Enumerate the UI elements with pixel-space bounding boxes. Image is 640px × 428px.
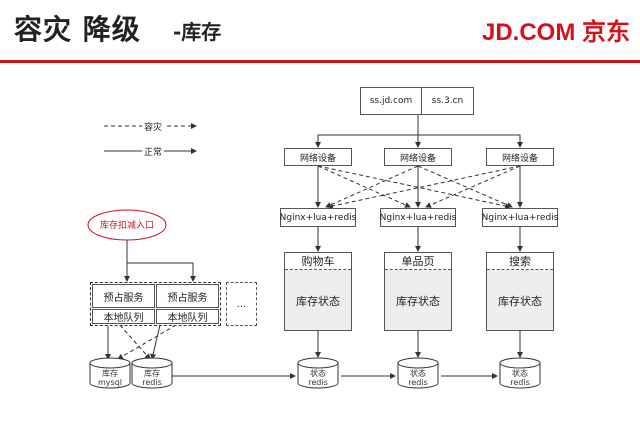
dr-net1-nginx2 [317, 165, 411, 208]
header-divider [0, 60, 640, 63]
app-item-page: 单品页 库存状态 [384, 252, 452, 331]
db-left-2-top: 库存 [144, 368, 160, 378]
net-device-1: 网络设备 [284, 148, 352, 166]
db-left-1-top: 库存 [102, 368, 118, 378]
db-left-1-bottom: mysql [98, 378, 122, 387]
db-right-3-top: 状态 [512, 368, 528, 378]
slide-title: 容灾 降级 [14, 13, 141, 46]
app-cart-title: 购物车 [285, 253, 351, 270]
db-cylinder-redis-left [131, 357, 173, 389]
db-right-1-top: 状态 [310, 368, 326, 378]
brand-logo: JD.COM 京东 [481, 19, 630, 46]
db-cylinder-mysql [89, 357, 131, 389]
db-cylinder-redis-2 [397, 357, 439, 389]
architecture-diagram: 库存扣减入口 库存 [0, 63, 640, 428]
legend-normal-label: 正常 [142, 145, 165, 158]
dr-queue-redis [119, 324, 151, 360]
conn-domain-net1 [315, 115, 419, 148]
db-cylinder-redis-3 [499, 357, 541, 389]
net-device-3: 网络设备 [486, 148, 554, 166]
app-cart-state: 库存状态 [296, 295, 340, 308]
db-left-2-bottom: redis [142, 378, 162, 387]
app-search-title: 搜索 [487, 253, 553, 270]
app-item-title: 单品页 [385, 253, 451, 270]
entry-node [87, 209, 167, 241]
nginx-node-2: Nginx+lua+redis [380, 208, 456, 227]
domain-box-3cn: ss.3.cn [421, 87, 474, 115]
dr-net2-nginx1 [325, 165, 419, 208]
nginx-node-1: Nginx+lua+redis [280, 208, 356, 227]
local-queue-2: 本地队列 [156, 309, 219, 324]
db-right-3-bottom: redis [510, 378, 530, 387]
net-device-2: 网络设备 [384, 148, 452, 166]
reserve-service-1: 预占服务 [92, 284, 155, 308]
db-right-1-bottom: redis [308, 378, 328, 387]
db-cylinder-redis-1 [297, 357, 339, 389]
dr-queue2-mysql [117, 324, 177, 360]
app-search: 搜索 库存状态 [486, 252, 554, 331]
app-search-state: 库存状态 [498, 295, 542, 308]
dr-net3-nginx1 [327, 165, 521, 209]
conn-queue2-redis [150, 324, 161, 360]
dr-net3-nginx2 [425, 165, 521, 208]
app-item-state: 库存状态 [396, 295, 440, 308]
legend-dr-label: 容灾 [142, 120, 165, 133]
diagram-connectors: 库存扣减入口 库存 [87, 115, 541, 389]
db-right-2-top: 状态 [410, 368, 426, 378]
db-right-2-bottom: redis [408, 378, 428, 387]
reserve-service-2: 预占服务 [156, 284, 219, 308]
dr-net2-nginx3 [417, 165, 513, 208]
slide-header: 容灾 降级 -库存 JD.COM 京东 [0, 0, 640, 60]
conn-entry-reserve2 [127, 262, 196, 282]
app-cart: 购物车 库存状态 [284, 252, 352, 331]
dr-net1-nginx3 [317, 165, 511, 209]
entry-label: 库存扣减入口 [100, 219, 154, 231]
more-services: ... [226, 282, 257, 326]
slide-subtitle: -库存 [173, 20, 222, 44]
nginx-node-3: Nginx+lua+redis [482, 208, 558, 227]
domain-box-jd: ss.jd.com [360, 87, 422, 115]
local-queue-1: 本地队列 [92, 309, 155, 324]
conn-domain-net3 [418, 134, 523, 148]
